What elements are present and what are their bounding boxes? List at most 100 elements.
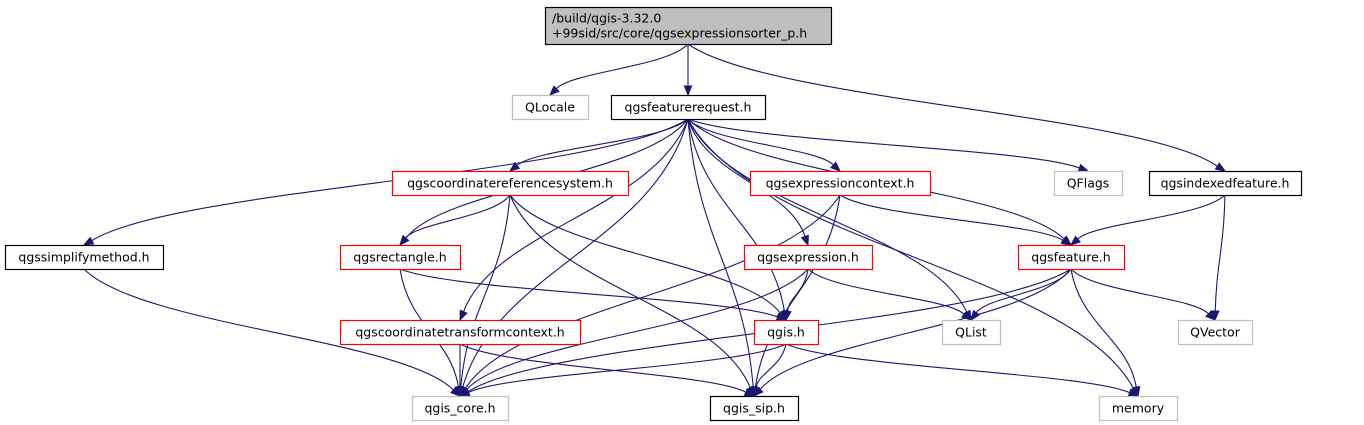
node-qgsrectangle[interactable]: qgsrectangle.h <box>339 244 462 271</box>
edge-qgsexpression-to-qlist <box>807 268 973 321</box>
edge-arrowhead <box>508 161 521 172</box>
node-qflags[interactable]: QFlags <box>1053 170 1124 197</box>
node-label: qgsexpressioncontext.h <box>766 176 915 191</box>
edge-arrowhead <box>1131 385 1141 398</box>
edge-line <box>807 268 965 315</box>
edge-line <box>459 343 747 393</box>
node-box <box>1098 395 1179 422</box>
node-label: QFlags <box>1067 176 1110 191</box>
edge-qgsfeaturerequest-to-qgis <box>687 118 789 322</box>
node-qgsexpressioncontext[interactable]: qgsexpressioncontext.h <box>749 170 932 197</box>
edge-arrowhead <box>82 236 95 246</box>
node-qgis-core[interactable]: qgis_core.h <box>411 395 510 422</box>
node-qgsfeaturerequest[interactable]: qgsfeaturerequest.h <box>610 94 767 121</box>
node-label: qgis_core.h <box>424 401 495 416</box>
edge-arrowhead <box>800 234 809 247</box>
node-qgsexpression[interactable]: qgsexpression.h <box>743 244 874 271</box>
edge-qgsfeaturerequest-to-qgscrs <box>508 118 689 172</box>
edge-line <box>785 343 1130 394</box>
edge-line <box>1070 268 1137 388</box>
edge-arrowhead <box>743 388 756 397</box>
edge-qgsfeaturerequest-to-qgssimplifymethod <box>82 118 689 246</box>
node-box <box>411 395 510 422</box>
edge-arrowhead <box>1077 163 1090 173</box>
node-label: qgsexpression.h <box>757 250 859 265</box>
edge-line <box>91 118 689 242</box>
edge-qgsfeaturerequest-to-qlist <box>687 118 972 322</box>
node-memory[interactable]: memory <box>1098 395 1179 422</box>
edge-arrowhead <box>1205 310 1216 321</box>
node-label: QVector <box>1190 325 1241 340</box>
edge-line <box>687 118 834 166</box>
node-box <box>610 94 767 121</box>
nodes-layer: /build/qgis-3.32.0+99sid/src/core/qgsexp… <box>4 6 1303 422</box>
node-box <box>1148 170 1303 197</box>
edge-line <box>1070 268 1209 315</box>
edge-line <box>786 268 809 312</box>
edge-qgsfeature-to-memory <box>1070 268 1141 398</box>
edge-line <box>687 118 1080 169</box>
edge-qgsctc-to-qgis-sip <box>459 343 756 397</box>
edge-line <box>687 43 1218 167</box>
edge-line <box>463 118 689 312</box>
edge-line <box>464 194 841 389</box>
node-label: /build/qgis-3.32.0 <box>552 11 661 26</box>
node-box <box>544 6 833 46</box>
node-qlist[interactable]: QList <box>941 319 1002 346</box>
edge-arrowhead <box>1069 235 1082 246</box>
edge-line <box>687 118 785 312</box>
edge-qgsindexedfeature-to-qgsfeature <box>1069 194 1226 246</box>
edge-qgscrs-to-qgsrectangle <box>399 194 511 247</box>
edge-arrowhead <box>1060 236 1073 246</box>
edge-qgscrs-to-qgis-core <box>456 194 511 398</box>
node-qgis[interactable]: qgis.h <box>753 319 820 346</box>
edge-line <box>759 268 1072 390</box>
node-qgis-sip[interactable]: qgis_sip.h <box>709 395 800 422</box>
edge-line <box>405 194 511 239</box>
node-root[interactable]: /build/qgis-3.32.0+99sid/src/core/qgsexp… <box>544 6 833 46</box>
edge-arrowhead <box>399 234 410 247</box>
node-label: qgis_sip.h <box>723 401 785 416</box>
node-qgsfeature[interactable]: qgsfeature.h <box>1017 244 1126 271</box>
edge-line <box>687 118 754 388</box>
node-label: QList <box>955 325 987 340</box>
node-qgsctc[interactable]: qgscoordinatetransformcontext.h <box>339 319 582 346</box>
node-label: +99sid/src/core/qgsexpressionsorter_p.h <box>552 26 807 41</box>
edge-arrowhead <box>455 386 465 398</box>
node-box <box>941 319 1002 346</box>
edge-arrowhead <box>783 309 792 322</box>
node-box <box>1177 319 1254 346</box>
node-box <box>391 170 630 197</box>
node-box <box>4 244 165 271</box>
edge-line <box>975 268 1072 314</box>
node-box <box>1053 170 1124 197</box>
node-label: qgssimplifymethod.h <box>18 250 149 265</box>
node-label: qgscoordinatereferencesystem.h <box>407 176 613 191</box>
edge-line <box>755 343 787 388</box>
edge-qgsexpression-to-qgis <box>783 268 809 322</box>
edge-root-to-qlocale <box>549 43 689 96</box>
edge-qgsfeaturerequest-to-qgsexpression <box>687 118 809 247</box>
node-qgscrs[interactable]: qgscoordinatereferencesystem.h <box>391 170 630 197</box>
node-qgssimplifymethod[interactable]: qgssimplifymethod.h <box>4 244 165 271</box>
edge-line <box>509 194 751 389</box>
edge-line <box>1077 194 1226 240</box>
edge-line <box>468 343 787 393</box>
edge-line <box>460 194 511 388</box>
node-label: memory <box>1112 401 1165 416</box>
node-qgsindexedfeature[interactable]: qgsindexedfeature.h <box>1148 170 1303 197</box>
node-qvector[interactable]: QVector <box>1177 319 1254 346</box>
edge-line <box>687 118 1134 389</box>
node-box <box>753 319 820 346</box>
edge-line <box>466 268 809 391</box>
edge-qgsindexedfeature-to-qvector <box>1210 194 1226 322</box>
node-label: qgscoordinatetransformcontext.h <box>355 325 564 340</box>
edge-qgsctc-to-qgis-core <box>455 343 465 398</box>
node-qlocale[interactable]: QLocale <box>511 94 590 121</box>
edge-root-to-qgsfeaturerequest <box>683 43 693 97</box>
edge-qgsfeaturerequest-to-qflags <box>687 118 1090 173</box>
node-box <box>1017 244 1126 271</box>
node-box <box>709 395 800 422</box>
edge-arrowhead <box>1214 162 1227 172</box>
